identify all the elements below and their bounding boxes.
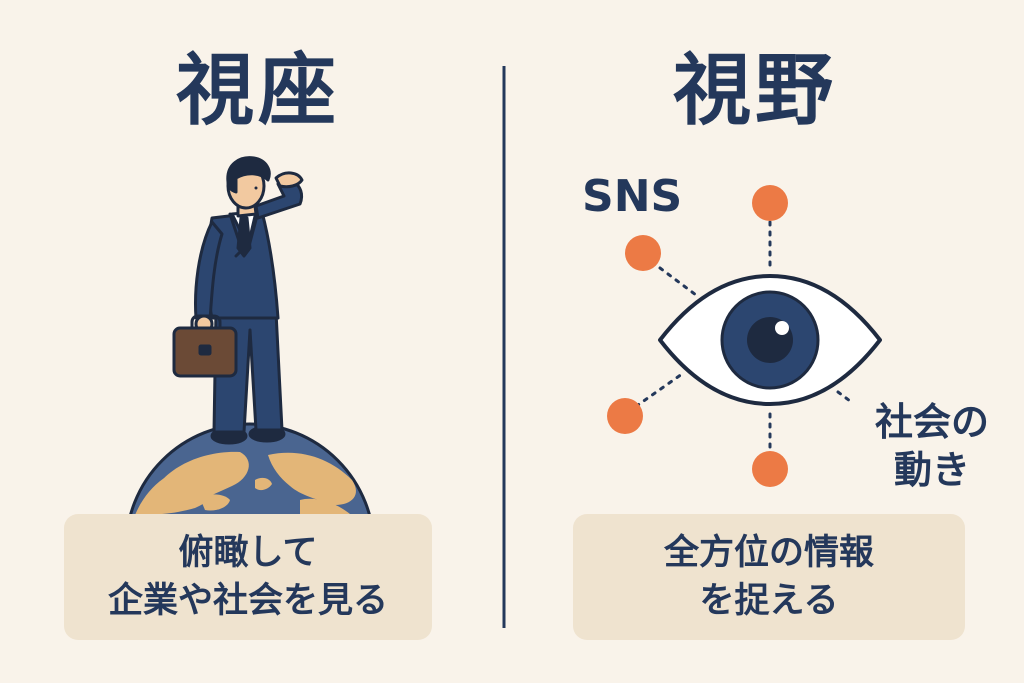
left-caption-line-1: 俯瞰して: [178, 533, 318, 573]
right-heading: 視野: [672, 46, 837, 136]
info-node-upper-left: [625, 235, 661, 271]
society-label-line-2: 動き: [893, 448, 970, 492]
right-caption-line-2: を捉える: [699, 581, 839, 621]
right-caption-box: 全方位の情報 を捉える: [573, 514, 965, 640]
globe-illustration: [129, 422, 371, 514]
left-heading: 視座: [175, 46, 340, 136]
left-caption-line-2: 企業や社会を見る: [107, 581, 388, 621]
businessman-illustration: [194, 156, 304, 445]
left-caption-box: 俯瞰して 企業や社会を見る: [64, 514, 432, 640]
info-nodes: [607, 185, 788, 487]
briefcase-icon: [172, 314, 238, 378]
right-caption-line-1: 全方位の情報: [663, 533, 874, 573]
eye-icon: [658, 274, 882, 406]
society-label: 社会の 動き: [862, 398, 1002, 494]
info-node-lower-left: [607, 398, 643, 434]
sns-label: SNS: [582, 171, 683, 222]
society-label-line-1: 社会の: [874, 400, 989, 444]
info-node-bottom: [752, 451, 788, 487]
info-node-top: [752, 185, 788, 221]
